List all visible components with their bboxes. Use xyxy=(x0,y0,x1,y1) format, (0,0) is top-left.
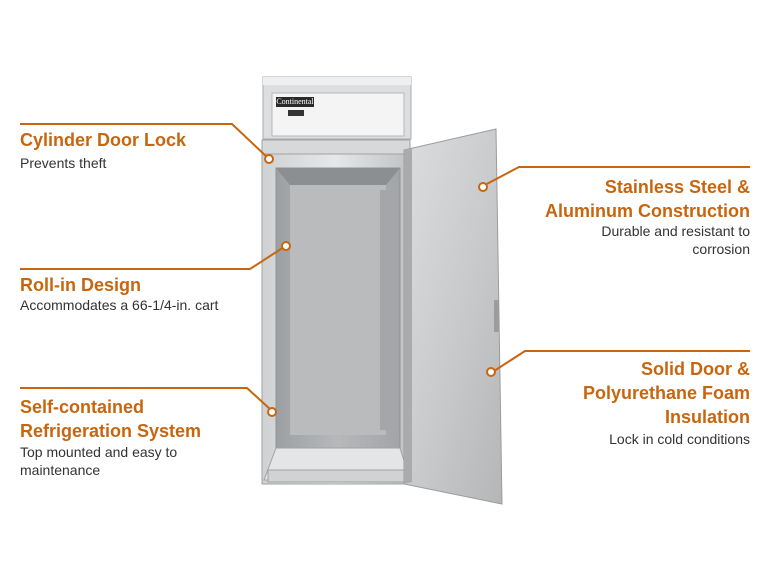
callout-dots xyxy=(264,154,496,417)
stainless-title-1: Stainless Steel & xyxy=(604,177,750,197)
cylinder-lock-desc: Prevents theft xyxy=(20,155,107,171)
stainless-desc-2: corrosion xyxy=(692,241,750,257)
solid-door-title-2: Polyurethane Foam xyxy=(582,383,750,403)
roll-in-title: Roll-in Design xyxy=(20,275,141,295)
solid-door-title-1: Solid Door & xyxy=(641,359,750,379)
stainless-title-2: Aluminum Construction xyxy=(545,201,750,221)
refrigeration-point xyxy=(267,407,277,417)
brand-logo: Continental xyxy=(276,97,314,106)
roll-in-desc: Accommodates a 66-1/4-in. cart xyxy=(20,297,219,313)
callout-lines xyxy=(20,123,750,411)
solid-door-desc: Lock in cold conditions xyxy=(609,431,750,447)
roll-in-point xyxy=(281,241,291,251)
self-contained-title-1: Self-contained xyxy=(20,397,145,417)
cabinet-frame xyxy=(261,139,411,485)
lock-point xyxy=(264,154,274,164)
door-point xyxy=(486,367,496,377)
cylinder-lock-title: Cylinder Door Lock xyxy=(20,130,187,150)
stainless-point xyxy=(478,182,488,192)
self-contained-desc-2: maintenance xyxy=(20,462,101,478)
compressor-housing xyxy=(262,76,412,140)
self-contained-title-2: Refrigeration System xyxy=(20,421,202,441)
self-contained-desc-1: Top mounted and easy to xyxy=(20,444,178,460)
solid-door-title-3: Insulation xyxy=(665,407,750,427)
open-door xyxy=(403,128,503,505)
stainless-desc-1: Durable and resistant to xyxy=(601,223,750,239)
